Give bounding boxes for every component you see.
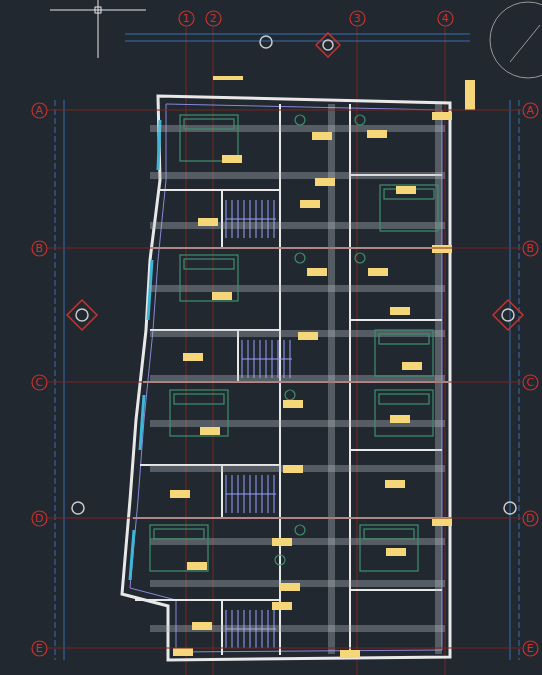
grid-label: E [527,643,534,654]
grid-bubble: D [522,510,539,527]
grid-bubble: E [31,640,48,657]
dimension-lines [55,34,519,660]
column-grid [186,27,445,675]
grid-bubble: B [522,240,539,257]
grid-label: 1 [183,13,190,24]
grid-bubble: C [31,374,48,391]
grid-label: C [526,377,534,388]
grid-bubble: D [31,510,48,527]
grid-bubble: B [31,240,48,257]
grid-label: C [35,377,43,388]
grid-line [48,382,522,383]
grid-line [48,110,522,111]
grid-bubble: E [522,640,539,657]
grid-label: 4 [442,13,449,24]
grid-label: A [526,105,534,116]
grid-label: E [36,643,43,654]
grid-line [48,648,522,649]
grid-bubble: A [31,102,48,119]
grid-label: 2 [210,13,217,24]
grid-line [48,518,522,519]
grid-bubble: 1 [178,10,195,27]
grid-label: D [526,513,534,524]
grid-label: B [526,243,534,254]
furniture [150,115,438,571]
grid-label: B [35,243,43,254]
grid-label: A [35,105,43,116]
grid-bubble: 4 [437,10,454,27]
fixture-marks [170,112,452,658]
grid-label: 3 [354,13,361,24]
hatch-bands [150,104,445,654]
grid-bubble: A [522,102,539,119]
grid-line [48,248,522,249]
grid-bubble: 3 [349,10,366,27]
ucs-icons [50,0,542,78]
grid-label: D [35,513,43,524]
grid-bubble: C [522,374,539,391]
grid-bubble: 2 [205,10,222,27]
building [122,96,450,660]
